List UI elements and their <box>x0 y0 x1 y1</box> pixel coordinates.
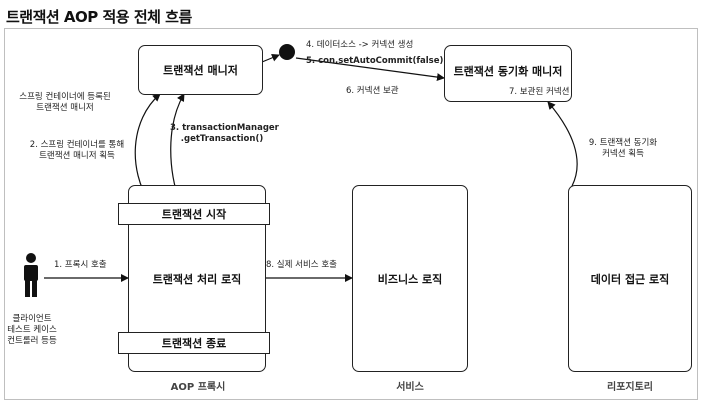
arrow-sync-connection <box>547 101 578 187</box>
client-line1: 클라이언트 <box>12 314 52 324</box>
step9-line1: 9. 트랜잭션 동기화 <box>588 138 658 148</box>
repository-caption: 리포지토리 <box>607 382 653 393</box>
step5-label: 5. con.setAutoCommit(false) <box>306 56 444 66</box>
step9-label: 9. 트랜잭션 동기화 커넥션 획득 <box>578 138 668 160</box>
step3-line1: 3. transactionManager <box>170 123 279 133</box>
step2-line2: 트랜잭션 매니저 획득 <box>39 151 115 161</box>
diagram-frame <box>4 28 698 400</box>
registered-line2: 트랜잭션 매니저 <box>36 103 94 113</box>
step4-label: 4. 데이터소스 -> 커넥션 생성 <box>306 40 414 50</box>
sync-manager-label: 트랜잭션 동기화 매니저 <box>453 65 563 78</box>
step8-label: 8. 실제 서비스 호출 <box>266 260 337 270</box>
step2-label: 2. 스프링 컨테이너를 통해 트랜잭션 매니저 획득 <box>22 140 132 162</box>
arrow-keep-connection <box>295 57 445 82</box>
step3-label: 3. transactionManager .getTransaction() <box>170 123 279 145</box>
connection-dot-icon <box>279 44 295 60</box>
step1-label: 1. 프록시 호출 <box>54 260 107 270</box>
person-icon <box>24 253 38 297</box>
step2-line1: 2. 스프링 컨테이너를 통해 <box>29 140 125 150</box>
tx-manager-box: 트랜잭션 매니저 <box>138 45 263 95</box>
registered-manager-label: 스프링 컨테이너에 등록된 트랜잭션 매니저 <box>6 92 124 114</box>
step6-label: 6. 커넥션 보관 <box>346 86 399 96</box>
arrow-create-connection <box>261 53 280 63</box>
tx-end-bar: 트랜잭션 종료 <box>118 332 270 354</box>
step3-line2: .getTransaction() <box>180 134 264 144</box>
tx-start-bar: 트랜잭션 시작 <box>118 203 270 225</box>
data-access-logic-box: 데이터 접근 로직 <box>568 185 692 372</box>
client-line2: 테스트 케이스 <box>7 325 57 335</box>
aop-proxy-caption: AOP 프록시 <box>170 382 226 393</box>
client-line3: 컨트롤러 등등 <box>7 336 57 346</box>
business-logic-box: 비즈니스 로직 <box>352 185 468 372</box>
sync-manager-box: 트랜잭션 동기화 매니저 <box>444 45 572 102</box>
step7-label: 7. 보관된 커넥션 <box>509 87 570 97</box>
registered-line1: 스프링 컨테이너에 등록된 <box>19 92 111 102</box>
client-label: 클라이언트 테스트 케이스 컨트롤러 등등 <box>4 314 60 347</box>
diagram-title: 트랜잭션 AOP 적용 전체 흐름 <box>6 8 192 26</box>
service-caption: 서비스 <box>396 382 424 393</box>
step9-line2: 커넥션 획득 <box>602 149 644 159</box>
